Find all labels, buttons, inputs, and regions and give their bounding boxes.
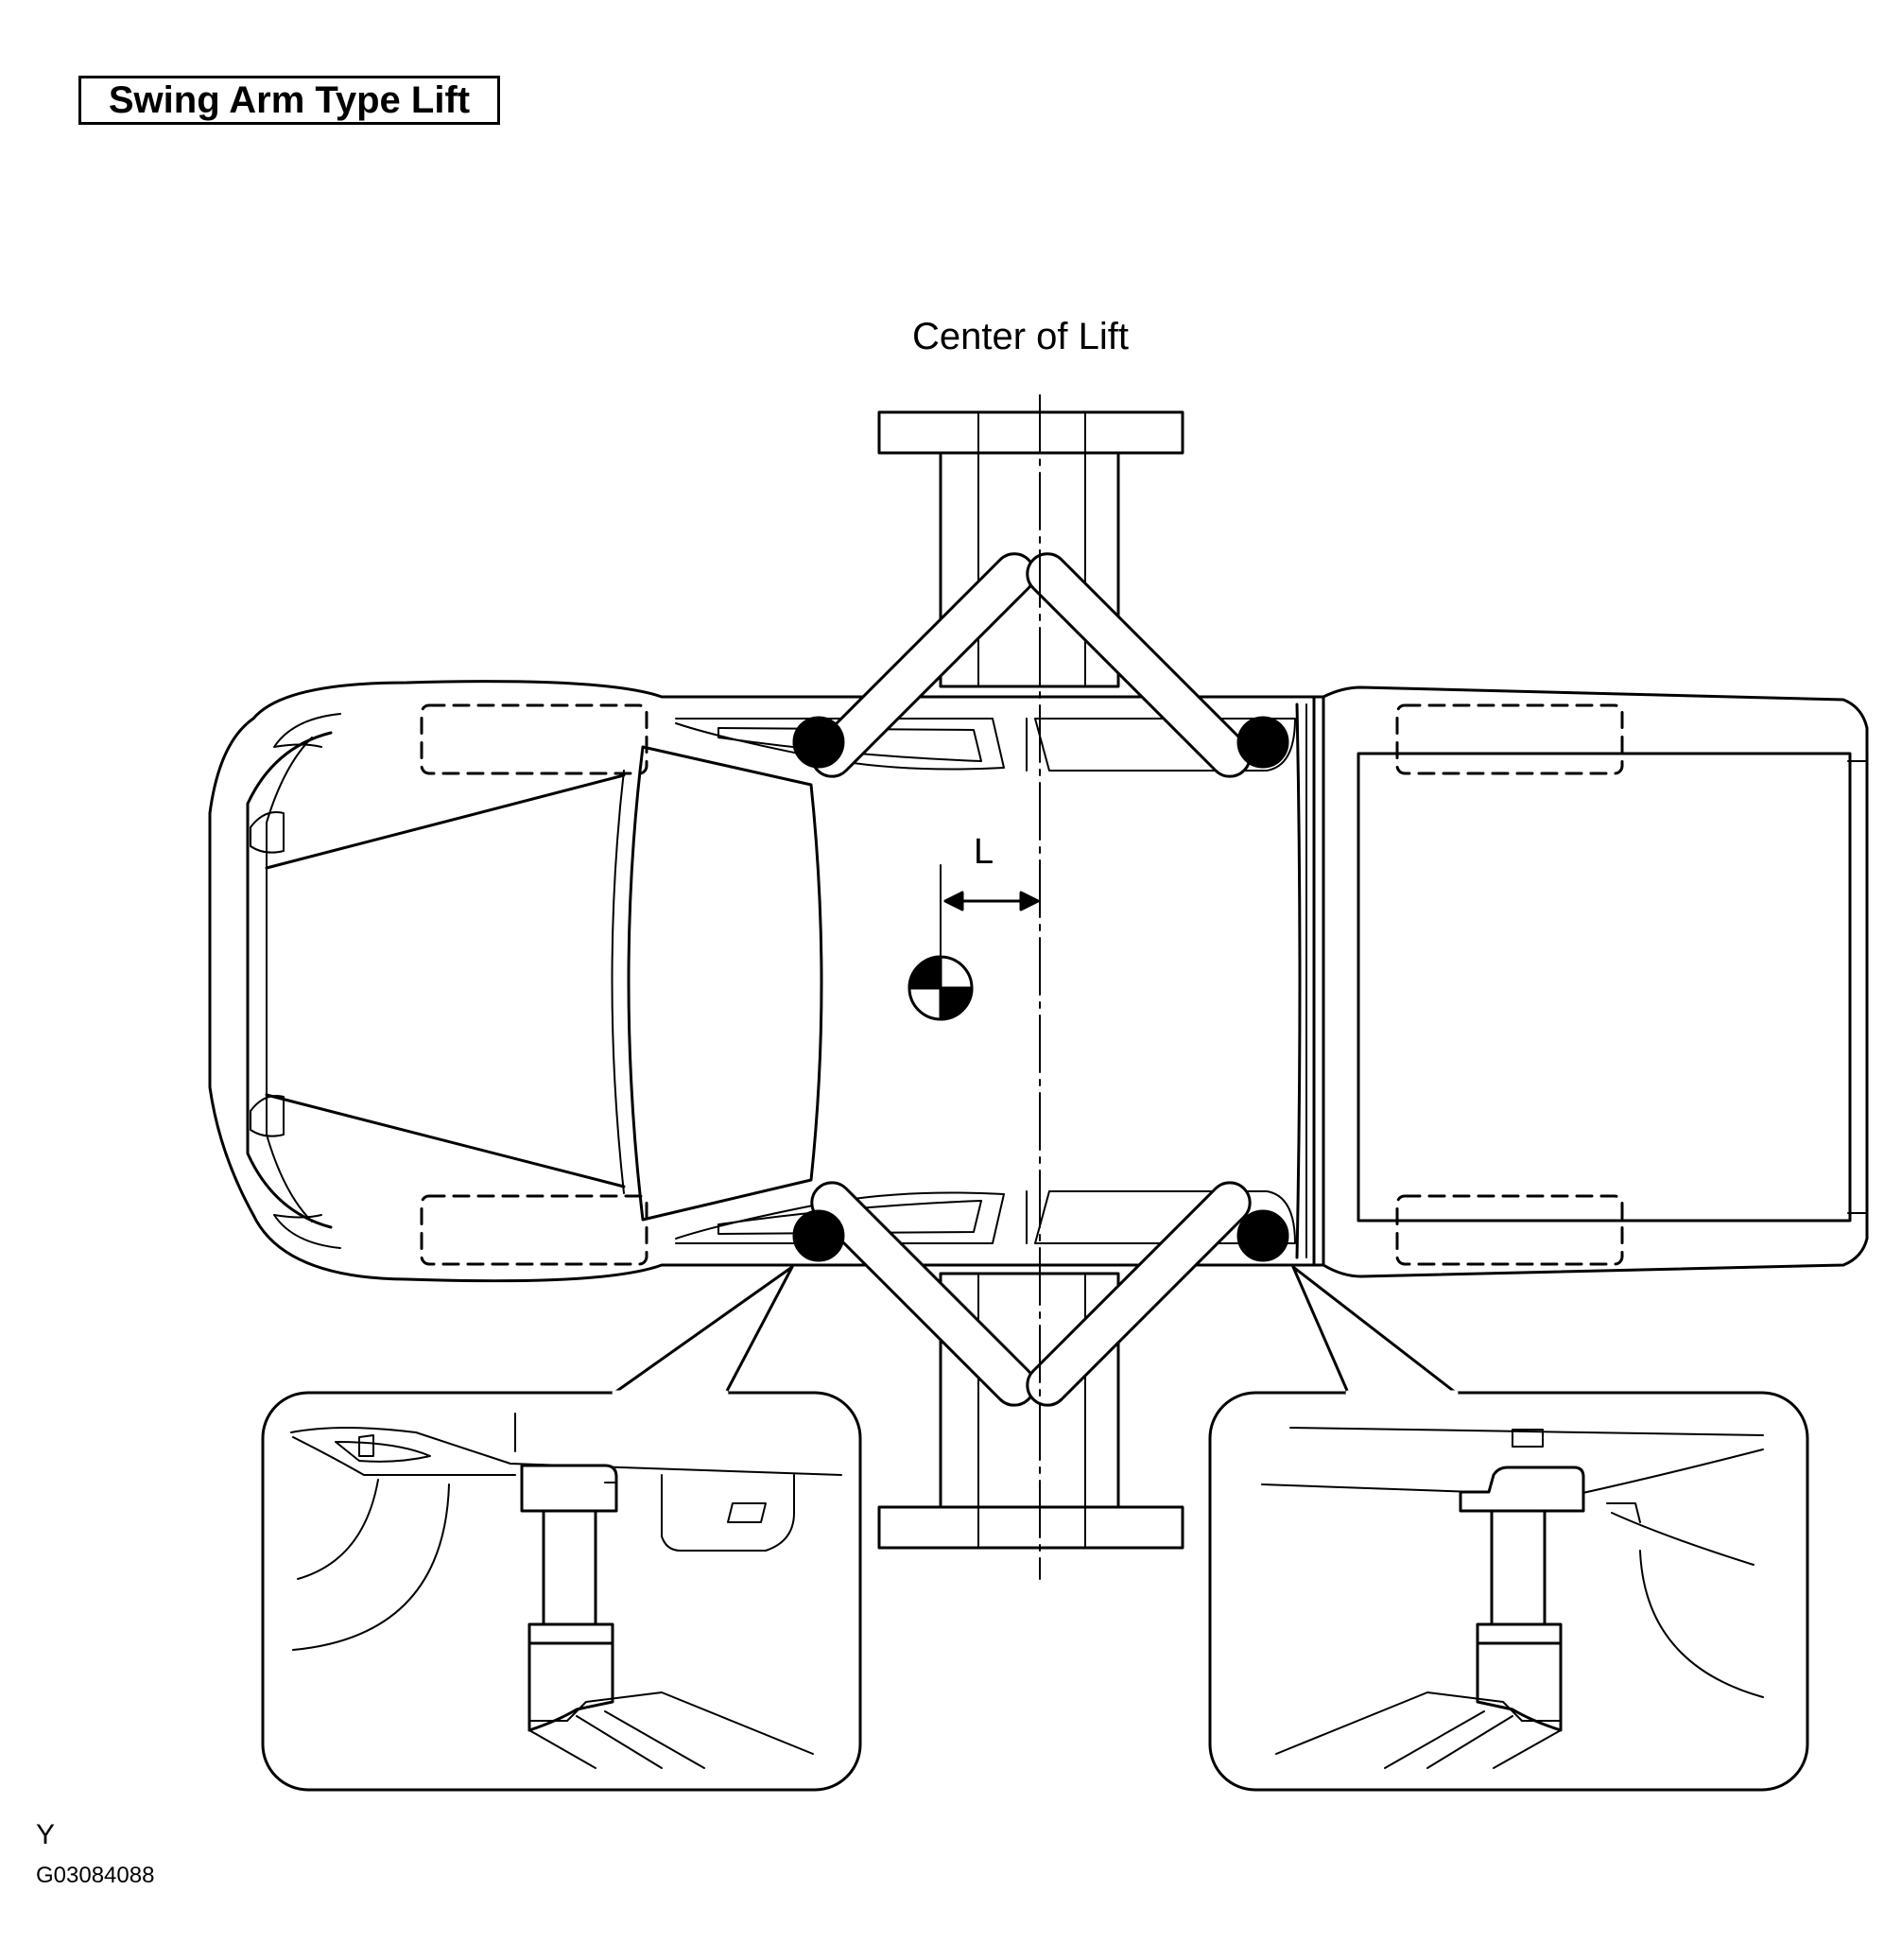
lift-point-rear-left [1236,716,1289,769]
callout-leader-right [1291,1265,1458,1395]
wheel-well-rear-left [1395,703,1624,775]
wheel-well-front-left [420,703,648,775]
detail-box-front [261,1390,862,1792]
lift-point-rear-right [1236,1209,1289,1262]
lift-point-front-right [792,1209,845,1262]
detail-box-rear [1208,1390,1809,1792]
figure-code: G03084088 [36,1863,155,1888]
wheel-wells [420,703,1624,1266]
diagram-title: Swing Arm Type Lift [78,76,500,125]
lift-point-front-left [792,716,845,769]
center-of-gravity-icon [907,955,974,1021]
swing-arms [810,552,1252,1407]
wheel-well-front-right [420,1194,648,1266]
center-of-lift-label: Center of Lift [912,316,1130,357]
wheel-well-rear-right [1395,1194,1624,1266]
callout-leader-left [613,1265,794,1395]
offset-label: L [974,832,994,872]
lift-points [792,716,1289,1262]
corner-letter: Y [36,1819,56,1850]
offset-dimension [940,864,1040,956]
